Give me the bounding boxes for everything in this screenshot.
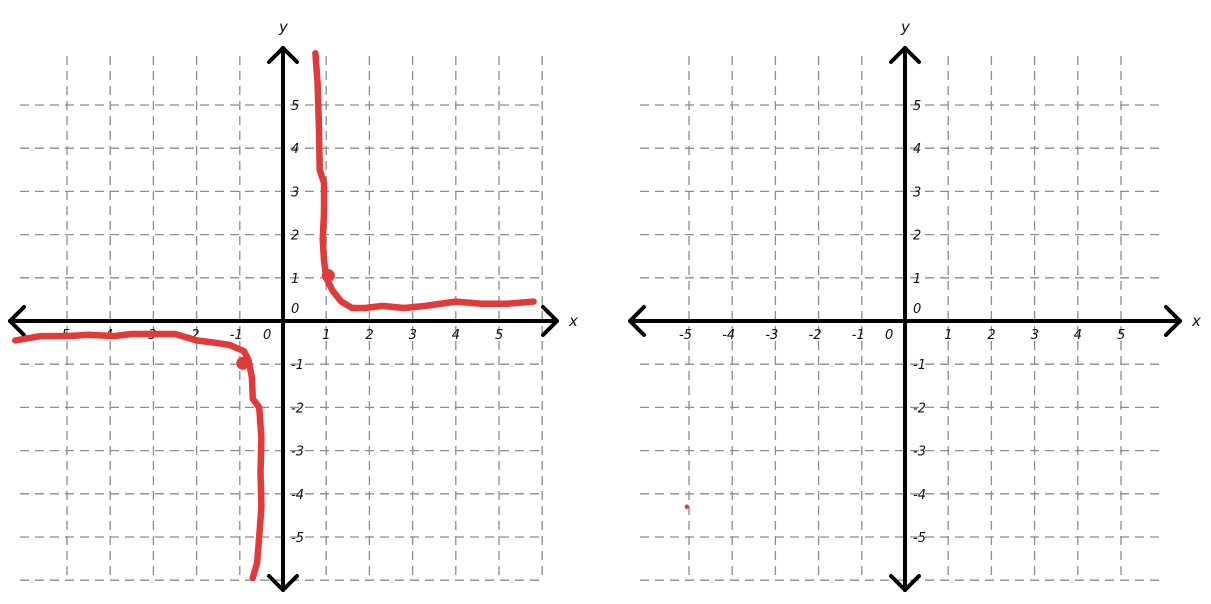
origin-label: 0 (885, 328, 893, 343)
y-axis-arrow-up (889, 46, 921, 64)
y-tick-label: -1 (291, 358, 304, 373)
origin-label: 0 (263, 328, 271, 343)
y-axis-arrow-up (267, 46, 299, 64)
y-tick-label: 2 (291, 229, 299, 244)
y-axis-label: y (900, 18, 911, 36)
x-tick-label: 3 (409, 328, 417, 343)
x-tick-label: -2 (809, 328, 822, 343)
y-tick-label: -2 (913, 401, 926, 416)
y-tick-label: -4 (291, 488, 304, 503)
y-tick-label: 2 (913, 229, 921, 244)
curve-marker (321, 269, 335, 283)
x-axis-label: x (1191, 312, 1201, 330)
grid (640, 56, 1162, 581)
curve-branch-1 (312, 49, 537, 312)
y-tick-label: 3 (913, 185, 921, 200)
x-tick-label: 4 (452, 328, 460, 343)
x-tick-label: -5 (679, 328, 692, 343)
x-tick-label: 1 (944, 328, 952, 343)
y-tick-label: 0 (291, 302, 299, 317)
x-axis-arrow-left (8, 305, 26, 337)
x-axis-arrow-left (628, 305, 646, 337)
y-tick-label: 5 (291, 99, 299, 114)
y-tick-label: 3 (291, 185, 299, 200)
y-axis-arrow-down (267, 574, 299, 592)
y-tick-label: 1 (291, 272, 299, 287)
x-axis-label: x (568, 312, 578, 330)
x-axis-arrow-right (1164, 305, 1182, 337)
curve-branch-2 (11, 330, 265, 582)
y-tick-label: -5 (913, 531, 926, 546)
x-tick-label: 4 (1074, 328, 1082, 343)
y-tick-label: -1 (913, 358, 926, 373)
x-tick-label: 5 (1117, 328, 1125, 343)
axes (628, 46, 1182, 592)
right-coordinate-plane: x y -5 -4 -3 -2 -1 1 2 3 4 5 5 4 3 2 1 0 -1 -2 -3 -4 -5 0 (628, 18, 1201, 592)
x-tick-label: -1 (852, 328, 865, 343)
y-tick-label: 5 (913, 99, 921, 114)
x-tick-label: -3 (765, 328, 778, 343)
scatter-point (684, 504, 690, 509)
y-tick-label: -4 (913, 488, 926, 503)
y-tick-label: -5 (291, 531, 304, 546)
y-axis-arrow-down (889, 574, 921, 592)
x-axis-arrow-right (541, 305, 559, 337)
x-tick-label: 2 (365, 328, 373, 343)
x-tick-label: -4 (722, 328, 735, 343)
x-tick-label: 1 (322, 328, 330, 343)
x-tick-label: -1 (230, 328, 243, 343)
y-tick-label: 4 (913, 142, 921, 157)
y-tick-label: -2 (291, 401, 304, 416)
y-tick-label: 1 (913, 272, 921, 287)
y-tick-label: -3 (913, 445, 926, 460)
y-tick-label: 4 (291, 142, 299, 157)
y-tick-label: 0 (913, 302, 921, 317)
x-tick-label: 3 (1031, 328, 1039, 343)
y-axis-label: y (278, 18, 289, 36)
x-tick-label: 5 (495, 328, 503, 343)
y-tick-label: -3 (291, 445, 304, 460)
grid (20, 56, 543, 581)
curve-marker (236, 356, 250, 370)
axes (8, 46, 559, 592)
x-tick-label: 2 (987, 328, 995, 343)
